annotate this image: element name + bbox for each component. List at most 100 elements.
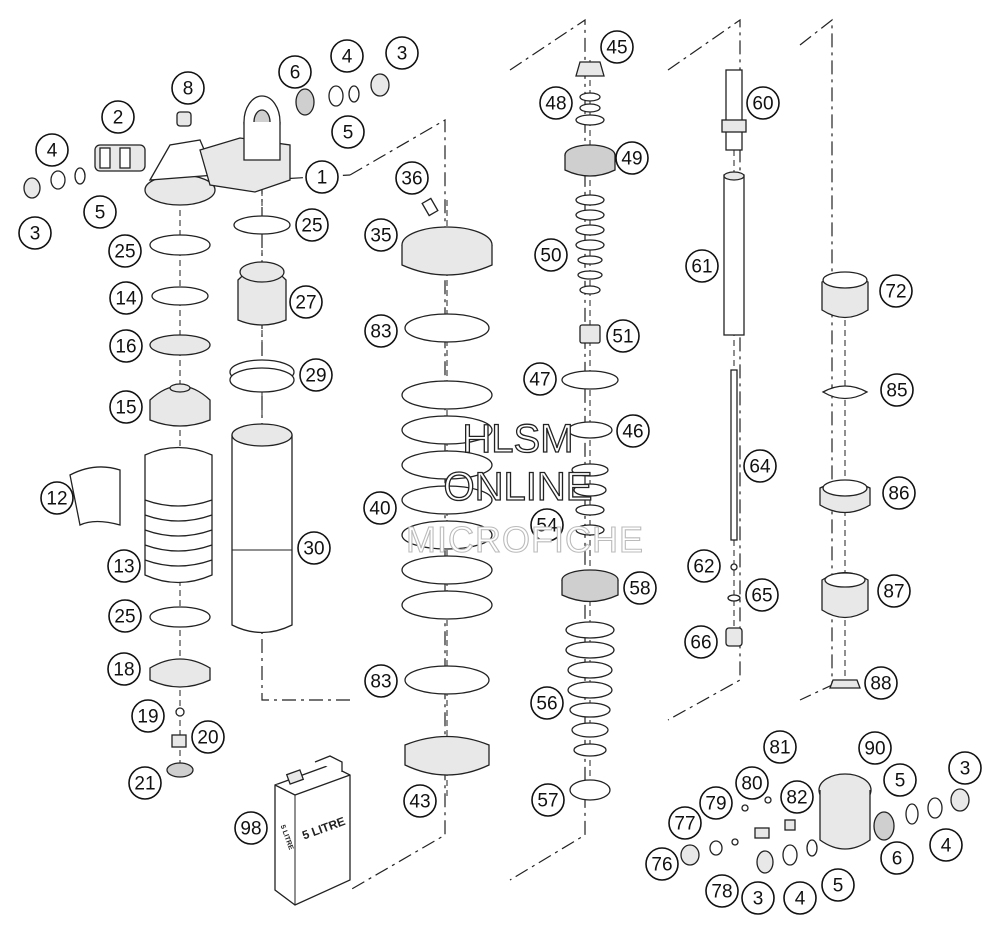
callout-number: 46 [622, 422, 643, 443]
callout-circle [128, 766, 162, 800]
callout-number: 16 [115, 337, 136, 358]
callout-circle [783, 881, 817, 915]
callout-3: 3 [385, 36, 419, 70]
callout-78: 78 [705, 874, 739, 908]
callout-87: 87 [877, 574, 911, 608]
callout-circle [745, 578, 779, 612]
callout-circle [191, 720, 225, 754]
callout-number: 83 [370, 672, 391, 693]
callout-number: 4 [47, 141, 58, 162]
callout-number: 27 [295, 293, 316, 314]
callout-number: 64 [749, 457, 771, 478]
callout-56: 56 [530, 686, 564, 720]
callout-number: 80 [741, 774, 762, 795]
callout-number: 62 [693, 557, 714, 578]
callout-number: 1 [317, 168, 328, 189]
callout-81: 81 [763, 730, 797, 764]
callout-98: 98 [234, 811, 268, 845]
shim-stack [561, 61, 619, 801]
callout-circle [539, 86, 573, 120]
callout-circle [403, 784, 437, 818]
callout-64: 64 [743, 449, 777, 483]
callout-circle [531, 783, 565, 817]
callout-circle [880, 373, 914, 407]
callout-circle [882, 476, 916, 510]
callout-number: 13 [113, 557, 134, 578]
callout-5: 5 [821, 868, 855, 902]
callout-circle [107, 652, 141, 686]
callout-82: 82 [780, 780, 814, 814]
callout-circle [685, 249, 719, 283]
callout-number: 47 [529, 370, 550, 391]
callout-85: 85 [880, 373, 914, 407]
callout-number: 76 [651, 855, 672, 876]
callout-25: 25 [295, 208, 329, 242]
callout-circle [864, 666, 898, 700]
callout-49: 49 [615, 141, 649, 175]
callout-20: 20 [191, 720, 225, 754]
callout-number: 87 [883, 582, 904, 603]
callout-65: 65 [745, 578, 779, 612]
callout-circle [687, 549, 721, 583]
callout-8: 8 [171, 71, 205, 105]
callout-61: 61 [685, 249, 719, 283]
callout-number: 3 [753, 889, 764, 910]
callout-30: 30 [297, 531, 331, 565]
callout-number: 3 [960, 759, 971, 780]
callout-2: 2 [101, 100, 135, 134]
callout-circle [735, 766, 769, 800]
callout-1: 1 [305, 160, 339, 194]
callout-25: 25 [108, 599, 142, 633]
oil-can: 5 LITRE 5 LITRE [274, 755, 351, 906]
callout-number: 25 [301, 216, 322, 237]
callout-circle [364, 664, 398, 698]
callout-46: 46 [616, 414, 650, 448]
shaft-column [721, 69, 747, 647]
callout-number: 4 [941, 836, 952, 857]
callout-62: 62 [687, 549, 721, 583]
callout-3: 3 [741, 881, 775, 915]
callout-circle [668, 806, 702, 840]
callout-6: 6 [278, 55, 312, 89]
callout-3: 3 [18, 216, 52, 250]
callout-54: 54 [530, 508, 564, 542]
callout-number: 15 [115, 398, 136, 419]
callout-number: 79 [705, 794, 726, 815]
callout-circle [743, 449, 777, 483]
callout-number: 72 [885, 282, 906, 303]
callout-number: 40 [369, 499, 390, 520]
callout-circle [109, 390, 143, 424]
callout-number: 49 [621, 149, 642, 170]
callout-16: 16 [109, 329, 143, 363]
bottom-eye [680, 773, 970, 874]
right-column [819, 271, 871, 689]
callout-circle [40, 481, 74, 515]
callout-number: 3 [30, 224, 41, 245]
callout-number: 35 [370, 226, 391, 247]
callout-number: 88 [870, 674, 891, 695]
callout-number: 5 [895, 771, 906, 792]
callout-circle [364, 314, 398, 348]
callout-number: 61 [691, 257, 712, 278]
callout-circle [35, 133, 69, 167]
callout-57: 57 [531, 783, 565, 817]
callout-circle [699, 786, 733, 820]
callout-circle [615, 141, 649, 175]
callout-circle [616, 414, 650, 448]
callout-86: 86 [882, 476, 916, 510]
callout-number: 19 [137, 707, 158, 728]
callout-14: 14 [109, 281, 143, 315]
callout-51: 51 [606, 319, 640, 353]
left-washers [23, 167, 86, 199]
callout-50: 50 [534, 238, 568, 272]
callout-15: 15 [109, 390, 143, 424]
callout-number: 25 [114, 607, 135, 628]
callout-80: 80 [735, 766, 769, 800]
callout-circle [534, 238, 568, 272]
callout-number: 30 [303, 539, 324, 560]
callout-circle [880, 841, 914, 875]
callout-number: 4 [342, 47, 353, 68]
callout-5: 5 [331, 115, 365, 149]
callout-circle [948, 751, 982, 785]
